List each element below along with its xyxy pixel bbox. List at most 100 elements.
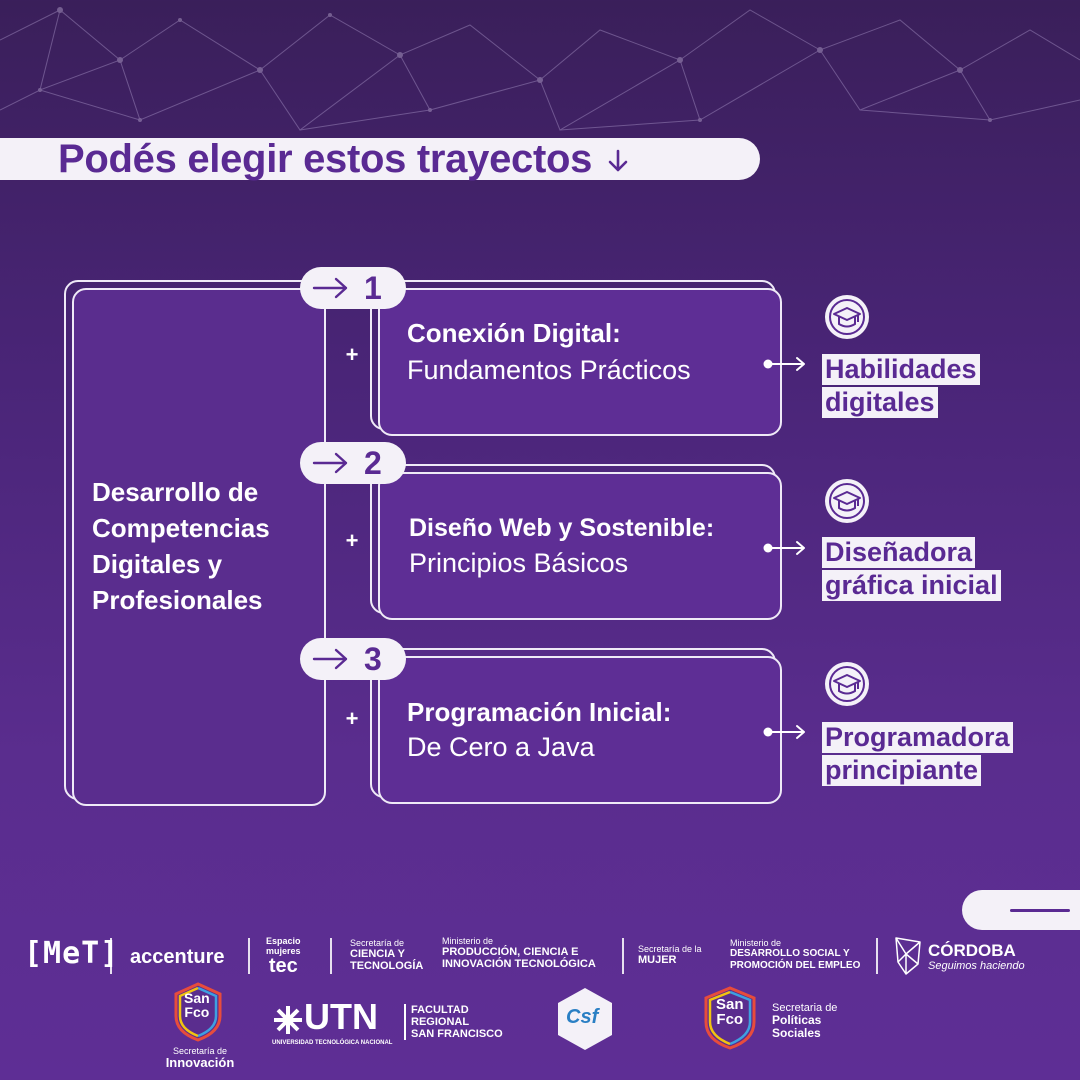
met-logo: [MeT]: [24, 936, 120, 971]
frsf-logo: FACULTAD REGIONAL SAN FRANCISCO: [404, 1004, 503, 1040]
arrow-right-icon: [312, 277, 348, 299]
logo-text: Ministerio de: [730, 938, 782, 948]
connector-arrow-icon: [763, 357, 805, 371]
outcome-label-2: Diseñadora gráfica inicial: [822, 537, 1001, 603]
logo-separator: [110, 938, 112, 974]
outcome-label-3: Programadora principiante: [822, 722, 1013, 788]
logo-text: Ministerio de: [442, 936, 494, 946]
logo-separator: [876, 938, 878, 974]
secretaria-mujer-logo: Secretaría de la MUJER: [638, 944, 702, 966]
step-subtitle: De Cero a Java: [407, 732, 595, 762]
logo-text: MUJER: [638, 954, 677, 966]
step-subtitle: Fundamentos Prácticos: [407, 355, 691, 385]
logo-text: SAN FRANCISCO: [411, 1028, 503, 1040]
footer-decoration-line: [1010, 909, 1070, 912]
step-badge-1: 1: [300, 267, 406, 309]
logo-text: Secretaría de la: [638, 944, 702, 954]
csf-logo: Csf: [566, 1006, 599, 1028]
logo-text: PRODUCCIÓN, CIENCIA E: [442, 946, 579, 958]
step-number: 3: [364, 641, 382, 677]
network-background: [0, 7, 1080, 131]
plus-sign: +: [345, 528, 359, 553]
sanfco-logo-text: San Fco: [184, 991, 210, 1019]
outcome-line: principiante: [822, 755, 982, 786]
page-title-text: Podés elegir estos trayectos: [58, 137, 593, 181]
step-card-3: [378, 656, 782, 804]
secretaria-ciencia-logo: Secretaría de CIENCIA Y TECNOLOGÍA: [350, 938, 423, 972]
cordoba-logo: CÓRDOBA Seguimos haciendo: [928, 941, 1025, 973]
cordoba-emblem-icon: [895, 937, 921, 975]
graduation-cap-icon: [825, 479, 869, 523]
main-program-line: Desarrollo de: [92, 477, 259, 507]
step-badge-2: 2: [300, 442, 406, 484]
outcome-line: gráfica inicial: [822, 570, 1001, 601]
logo-separator: [622, 938, 624, 974]
outcome-line: digitales: [822, 387, 938, 418]
utn-emblem-icon: [274, 1006, 302, 1034]
title-banner: [0, 138, 760, 180]
outcome-line: Diseñadora: [822, 537, 976, 568]
secretaria-innovacion-logo: Secretaría de Innovación: [160, 1046, 240, 1070]
arrow-down-icon: [608, 149, 628, 172]
connector-arrow-icon: [763, 725, 805, 739]
main-program-box: [72, 288, 326, 806]
plus-sign: +: [345, 342, 359, 367]
outcome-line: Habilidades: [822, 354, 980, 385]
step-subtitle: Principios Básicos: [409, 548, 629, 578]
page-title: Podés elegir estos trayectos: [58, 136, 629, 182]
utn-subtitle: UNIVERSIDAD TECNOLÓGICA NACIONAL: [272, 1040, 393, 1046]
logo-text: Secretaría de: [172, 1046, 228, 1056]
main-program-line: Profesionales: [92, 585, 263, 615]
step-title: Diseño Web y Sostenible:: [409, 514, 715, 542]
csf-logo-badge-icon: [558, 988, 612, 1050]
logo-separator: [248, 938, 250, 974]
logo-text: Políticas: [772, 1013, 822, 1027]
connector-arrow-icon: [763, 541, 805, 555]
logo-text: Secretaria de: [772, 1002, 838, 1014]
logo-separator: [330, 938, 332, 974]
arrow-right-icon: [312, 452, 348, 474]
ministerio-produccion-logo: Ministerio de PRODUCCIÓN, CIENCIA E INNO…: [442, 936, 596, 970]
outcome-label-1: Habilidades digitales: [822, 354, 980, 420]
logo-text: Seguimos haciendo: [928, 960, 1025, 972]
step-title: Programación Inicial:: [407, 697, 672, 727]
logo-text: Espacio: [266, 936, 301, 946]
step-number: 1: [364, 270, 382, 306]
logo-text: Fco: [184, 1004, 210, 1020]
logo-text: San: [716, 996, 744, 1013]
main-program-line: Digitales y: [92, 549, 223, 579]
logo-text: Fco: [716, 1011, 744, 1028]
graduation-cap-icon: [825, 295, 869, 339]
logo-text: REGIONAL: [411, 1016, 470, 1028]
step-card-2: [378, 472, 782, 620]
arrow-right-icon: [312, 648, 348, 670]
accenture-logo: accenture: [130, 946, 225, 968]
graduation-cap-icon: [825, 662, 869, 706]
logo-text: San: [184, 990, 210, 1006]
outcome-line: Programadora: [822, 722, 1013, 753]
logo-text: INNOVACIÓN TECNOLÓGICA: [442, 958, 596, 970]
logo-text: tec: [268, 955, 298, 977]
espacio-mujeres-tec-logo: Espacio mujeres tec: [266, 936, 301, 976]
sanfco-innovacion-shield-icon: [174, 982, 222, 1042]
logo-text: Sociales: [772, 1026, 821, 1040]
utn-logo: UTN: [304, 996, 378, 1037]
logo-text: mujeres: [266, 946, 301, 956]
sanfco-politicas-shield-icon: [704, 986, 756, 1050]
logo-text: TECNOLOGÍA: [350, 960, 424, 972]
ministerio-desarrollo-logo: Ministerio de DESARROLLO SOCIAL Y PROMOC…: [730, 938, 860, 972]
main-program-line: Competencias: [92, 513, 270, 543]
step-badge-3: 3: [300, 638, 406, 680]
logo-text: CÓRDOBA: [928, 941, 1016, 960]
step-number: 2: [364, 445, 382, 481]
step-title: Conexión Digital:: [407, 318, 621, 348]
secretaria-politicas-sociales-logo: Secretaria de Políticas Sociales: [772, 1002, 837, 1040]
plus-sign: +: [345, 706, 359, 731]
sanfco-logo-text: San Fco: [716, 997, 744, 1027]
step-card-1: [378, 288, 782, 436]
logo-text: DESARROLLO SOCIAL Y: [730, 948, 850, 959]
main-program-label: Desarrollo de Competencias Digitales y P…: [92, 474, 322, 618]
logo-text: Secretaría de: [350, 938, 405, 948]
logo-text: PROMOCIÓN DEL EMPLEO: [730, 960, 861, 971]
logo-text: CIENCIA Y: [350, 948, 406, 960]
